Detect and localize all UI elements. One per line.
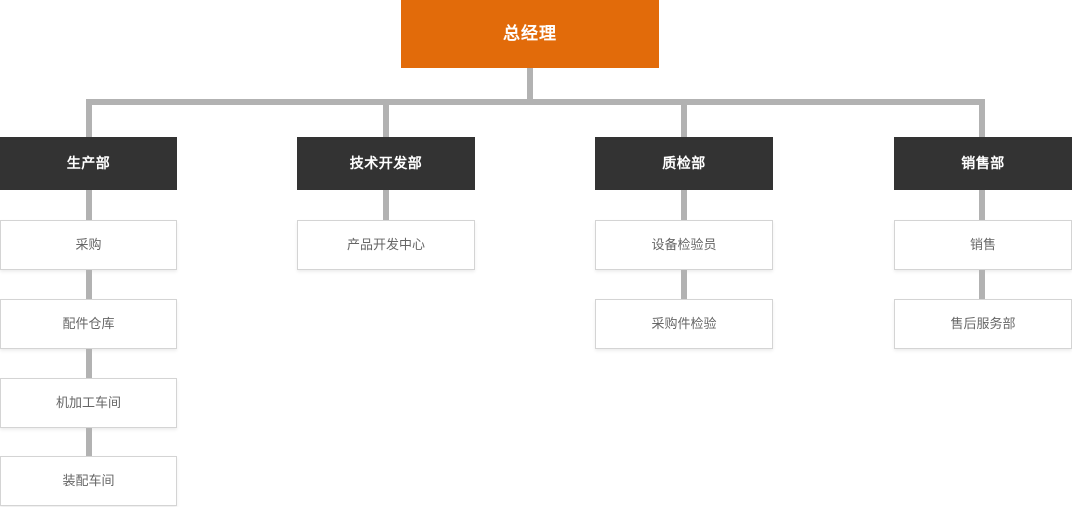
- node-dept-production-label: 生产部: [66, 154, 111, 171]
- connector-production-child-1-to-2: [86, 270, 92, 299]
- node-root-general-manager[interactable]: 总经理: [401, 0, 659, 68]
- node-sub-equipment-inspector-label: 设备检验员: [651, 236, 717, 252]
- node-dept-tech-development-label: 技术开发部: [349, 154, 423, 171]
- connector-sales-child-1-to-2: [979, 270, 985, 299]
- node-sub-machining-workshop[interactable]: 机加工车间: [0, 378, 177, 428]
- connector-production-child-2-to-3: [86, 349, 92, 378]
- node-root-label: 总经理: [503, 24, 557, 44]
- node-sub-procurement[interactable]: 采购: [0, 220, 177, 270]
- connector-root-stem: [527, 68, 533, 103]
- connector-drop-dept-1: [86, 99, 92, 137]
- node-sub-sales-label: 销售: [969, 236, 996, 252]
- node-sub-product-development-center[interactable]: 产品开发中心: [297, 220, 475, 270]
- node-sub-assembly-workshop-label: 装配车间: [62, 472, 115, 488]
- node-sub-parts-warehouse[interactable]: 配件仓库: [0, 299, 177, 349]
- node-sub-sales[interactable]: 销售: [894, 220, 1072, 270]
- connector-drop-dept-2: [383, 99, 389, 137]
- node-dept-sales-label: 销售部: [961, 154, 1005, 171]
- connector-drop-dept-3: [681, 99, 687, 137]
- node-dept-tech-development[interactable]: 技术开发部: [297, 137, 475, 190]
- node-sub-procurement-label: 采购: [75, 236, 102, 252]
- connector-quality-to-child-1: [681, 190, 687, 221]
- connector-production-to-child-1: [86, 190, 92, 221]
- connector-production-child-3-to-4: [86, 428, 92, 457]
- node-sub-machining-workshop-label: 机加工车间: [55, 394, 121, 410]
- connector-drop-dept-4: [979, 99, 985, 137]
- node-sub-purchased-parts-inspection[interactable]: 采购件检验: [595, 299, 773, 349]
- node-dept-quality-inspection[interactable]: 质检部: [595, 137, 773, 190]
- node-sub-after-sales-service-label: 售后服务部: [950, 315, 1016, 331]
- connector-tech-to-child-1: [383, 190, 389, 221]
- node-dept-sales[interactable]: 销售部: [894, 137, 1072, 190]
- node-sub-equipment-inspector[interactable]: 设备检验员: [595, 220, 773, 270]
- connector-sales-to-child-1: [979, 190, 985, 221]
- node-sub-assembly-workshop[interactable]: 装配车间: [0, 456, 177, 506]
- node-sub-purchased-parts-inspection-label: 采购件检验: [651, 315, 717, 331]
- node-dept-production[interactable]: 生产部: [0, 137, 177, 190]
- node-sub-product-development-center-label: 产品开发中心: [346, 236, 425, 252]
- connector-bus-horizontal: [86, 99, 985, 105]
- node-sub-after-sales-service[interactable]: 售后服务部: [894, 299, 1072, 349]
- connector-quality-child-1-to-2: [681, 270, 687, 299]
- node-sub-parts-warehouse-label: 配件仓库: [62, 315, 115, 331]
- node-dept-quality-inspection-label: 质检部: [662, 154, 706, 171]
